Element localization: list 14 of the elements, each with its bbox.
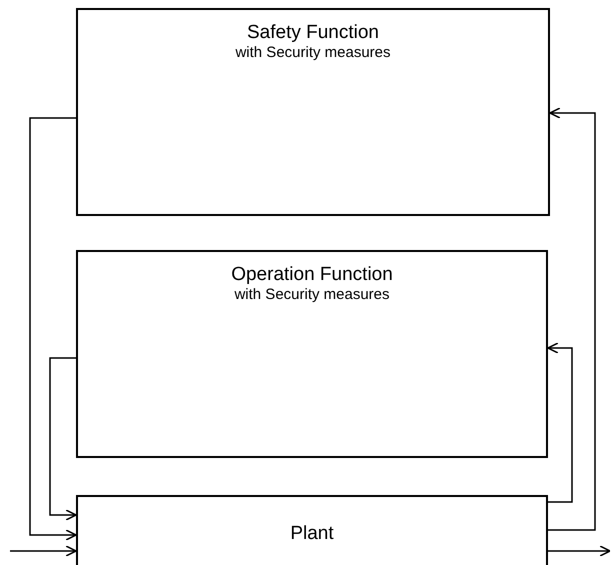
process-box [76,495,548,565]
process-box [76,250,548,458]
arrow [548,545,611,557]
box-title: Plant [290,523,334,545]
arrow [547,342,573,503]
box-subtitle: with Security measures [235,44,391,62]
process-box [76,8,550,216]
arrow [10,545,77,557]
box-subtitle: with Security measures [234,286,390,304]
arrow [29,117,77,541]
box-title: Safety Function [246,22,380,44]
arrow [49,357,77,521]
arrow [548,107,596,531]
box-title: Operation Function [231,264,393,286]
